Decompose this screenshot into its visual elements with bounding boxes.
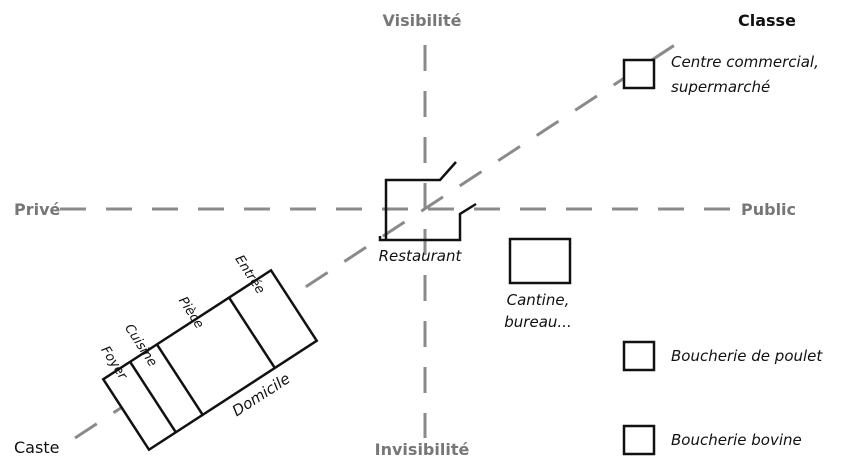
legend-label-chicken-butcher: Boucherie de poulet <box>671 347 823 365</box>
restaurant-icon <box>378 161 477 242</box>
legend-swatch-beef-butcher <box>622 424 656 456</box>
legend-label-beef-butcher: Boucherie bovine <box>671 431 802 449</box>
legend-swatch-chicken-butcher <box>622 340 656 372</box>
legend-swatch-mall <box>622 58 656 90</box>
legend-label-mall-line2: supermarché <box>671 78 770 96</box>
cantine-label-line2: bureau... <box>504 313 571 331</box>
room-label-piece: Pièce <box>175 294 206 331</box>
domicile-divider-foyer <box>129 361 177 433</box>
restaurant-label: Restaurant <box>379 247 463 265</box>
legend-title: Classe <box>738 11 796 30</box>
axis-label-private: Privé <box>14 200 61 219</box>
axis-label-visibility: Visibilité <box>383 11 462 30</box>
axis-diagonal <box>74 33 691 440</box>
domicile-divider-cuisine <box>155 343 204 416</box>
domicile-outline <box>101 268 319 452</box>
domicile-divider-piece <box>228 296 276 369</box>
legend-label-mall-line1: Centre commercial, <box>671 53 819 71</box>
cantine-label-line1: Cantine, <box>507 291 570 309</box>
domicile-diagram: Foyer Cuisine Pièce Entrée Domicile <box>97 253 319 452</box>
cantine-box <box>508 237 572 285</box>
axis-label-public: Public <box>741 200 796 219</box>
axis-label-caste: Caste <box>14 438 59 457</box>
axis-label-invisibility: Invisibilité <box>375 440 470 459</box>
